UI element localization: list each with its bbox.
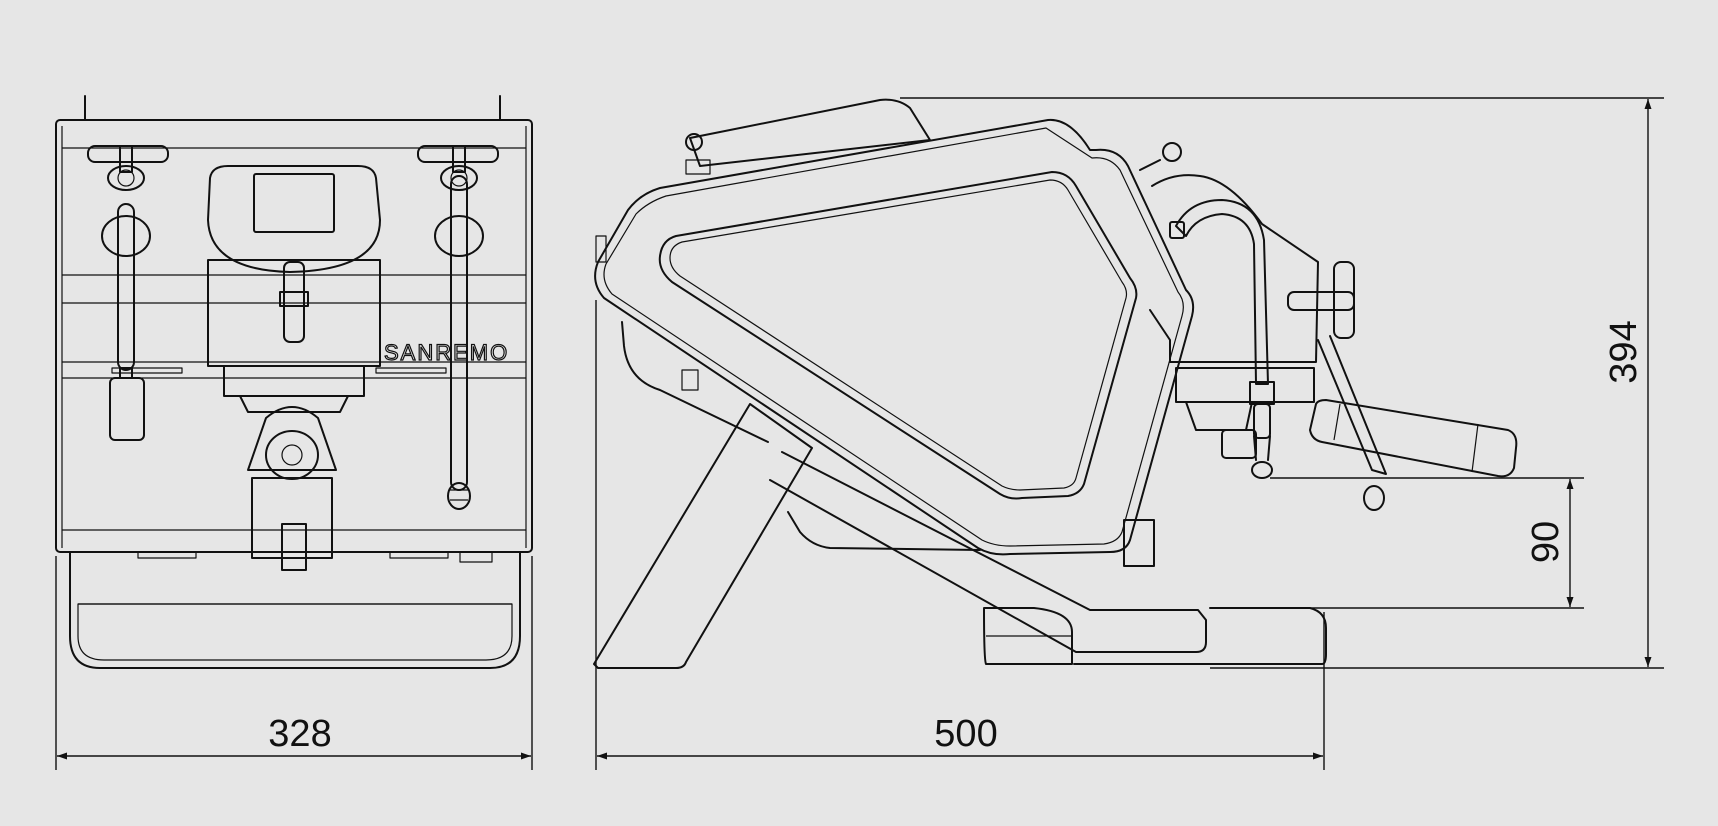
front-view: SANREMO (55, 95, 533, 669)
side-view (593, 98, 1518, 669)
side-depth-label: 500 (934, 713, 997, 755)
overall-height-label: 394 (1603, 320, 1645, 383)
display-screen (253, 173, 335, 233)
left-steam-knob (87, 145, 169, 441)
dimensions: 328 500 394 90 (55, 97, 1664, 770)
side-group-head (1139, 142, 1518, 511)
front-drip-tray (69, 551, 521, 669)
brew-group (207, 165, 381, 571)
cup-clearance-label: 90 (1525, 521, 1567, 563)
cup-warmer-tray (689, 98, 931, 167)
side-shell (594, 118, 1195, 556)
right-steam-wand (417, 145, 499, 510)
brand-logo: SANREMO (384, 340, 509, 365)
front-width-label: 328 (268, 713, 331, 755)
side-window (658, 171, 1138, 500)
portafilter-handle (1309, 399, 1518, 478)
